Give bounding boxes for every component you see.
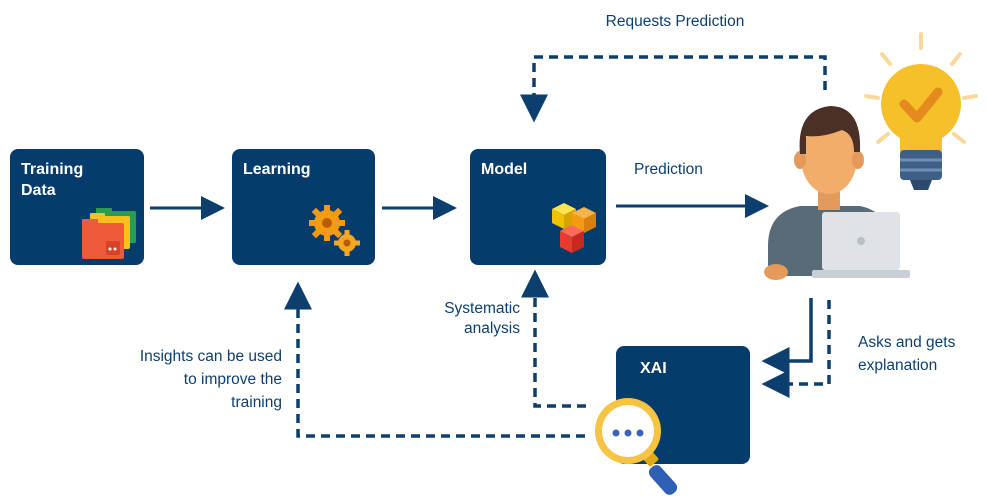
arrow-requests-prediction	[520, 55, 827, 123]
cubes-icon	[552, 203, 596, 253]
training-data-title: Training Data	[21, 161, 84, 199]
xai-title: XAI	[640, 360, 667, 377]
magnifier-icon	[595, 398, 678, 495]
model-title: Model	[481, 161, 528, 178]
user-with-laptop-icon	[764, 106, 910, 280]
label-requests-prediction: Requests Prediction	[605, 13, 745, 30]
folders-icon	[82, 208, 136, 259]
gears-icon	[309, 205, 360, 256]
arrow-insights-to-learning	[284, 281, 585, 438]
label-asks-explanation: Asks and gets explanation	[858, 334, 956, 374]
lightbulb-check-icon	[864, 32, 978, 190]
learning-box: Learning	[232, 149, 375, 265]
label-insights: Insights can be used to improve the trai…	[139, 348, 282, 411]
arrow-xai-explanation	[761, 300, 831, 398]
arrow-systematic-analysis	[521, 269, 586, 408]
model-box: Model	[470, 149, 606, 265]
arrow-user-to-xai	[761, 298, 813, 375]
label-systematic-analysis: Systematic analysis	[444, 300, 520, 337]
label-prediction: Prediction	[634, 161, 703, 178]
training-data-box: Training Data	[10, 149, 144, 265]
learning-title: Learning	[243, 161, 311, 178]
